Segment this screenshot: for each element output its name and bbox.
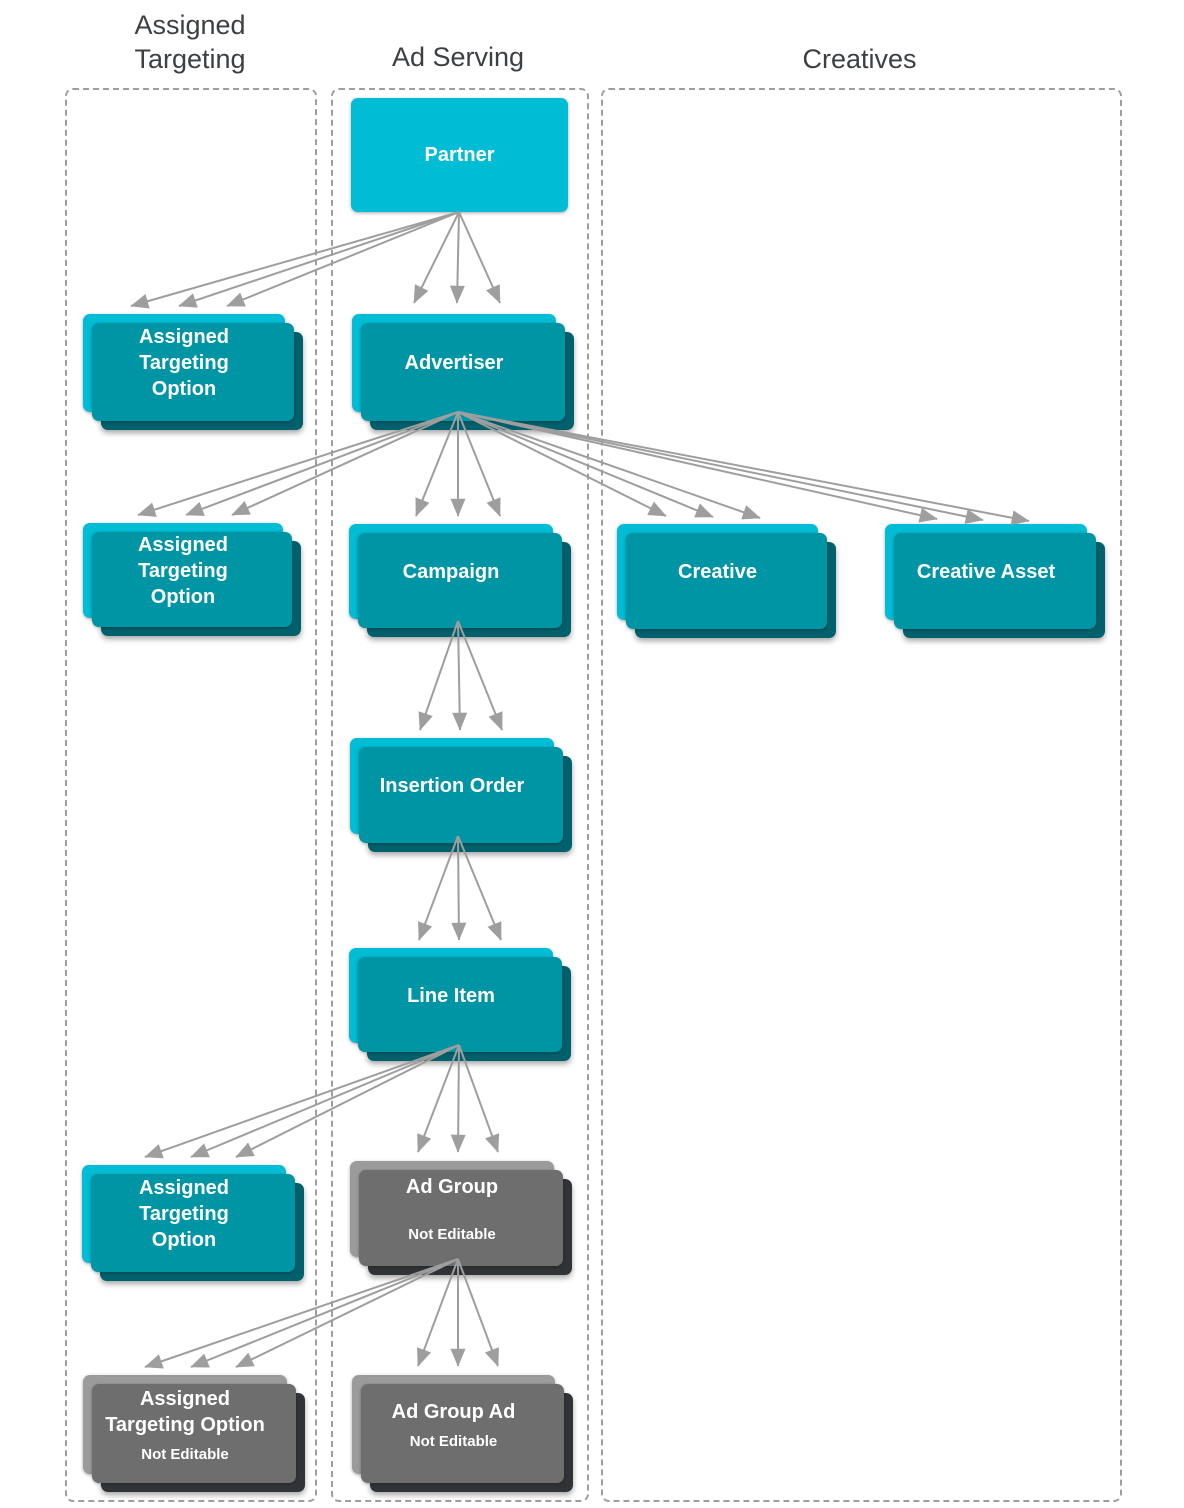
- node-assigned-targeting-option-3-label: Assigned Targeting Option: [138, 1177, 230, 1251]
- node-ad-group-ad: Ad Group Ad Not Editable: [352, 1375, 573, 1492]
- node-creative-label: Creative: [678, 561, 757, 583]
- node-ad-group: Ad Group Not Editable: [350, 1161, 572, 1275]
- node-assigned-targeting-option-4-not-editable-label: Not Editable: [141, 1445, 229, 1463]
- node-ad-group-not-editable-label: Not Editable: [408, 1226, 496, 1243]
- column-title-ad-serving: Ad Serving: [391, 42, 525, 72]
- node-assigned-targeting-option-1: Assigned Targeting Option: [83, 314, 303, 430]
- node-ad-group-ad-label: Ad Group Ad: [391, 1400, 516, 1423]
- node-advertiser: Advertiser: [352, 314, 574, 430]
- node-assigned-targeting-option-2: Assigned Targeting Option: [83, 523, 301, 636]
- node-partner-label: Partner: [424, 144, 495, 166]
- node-advertiser-label: Advertiser: [404, 352, 504, 374]
- column-assigned-targeting: [65, 88, 317, 1502]
- node-creative-asset: Creative Asset: [885, 524, 1105, 638]
- node-assigned-targeting-option-3: Assigned Targeting Option: [82, 1165, 304, 1281]
- column-creatives: [601, 88, 1122, 1502]
- node-line-item-label: Line Item: [407, 984, 495, 1007]
- column-title-creatives: Creatives: [802, 44, 917, 74]
- node-assigned-targeting-option-4-label: Assigned Targeting Option: [105, 1387, 265, 1436]
- node-campaign-label: Campaign: [402, 560, 500, 583]
- node-partner: Partner: [351, 98, 568, 212]
- node-ad-group-ad-not-editable-label: Not Editable: [409, 1432, 498, 1450]
- node-assigned-targeting-option-2-label: Assigned Targeting Option: [137, 533, 229, 608]
- node-assigned-targeting-option-1-label: Assigned Targeting Option: [138, 326, 230, 400]
- node-insertion-order: Insertion Order: [350, 738, 572, 852]
- node-creative: Creative: [617, 524, 836, 638]
- node-insertion-order-label: Insertion Order: [379, 775, 525, 797]
- node-creative-asset-label: Creative Asset: [916, 561, 1056, 583]
- node-campaign: Campaign: [349, 524, 571, 637]
- node-line-item: Line Item: [349, 948, 571, 1061]
- column-title-assigned-targeting: Assigned Targeting: [134, 10, 246, 74]
- node-ad-group-label: Ad Group: [405, 1176, 499, 1198]
- node-assigned-targeting-option-4: Assigned Targeting Option Not Editable: [83, 1375, 305, 1492]
- column-ad-serving: [331, 88, 589, 1502]
